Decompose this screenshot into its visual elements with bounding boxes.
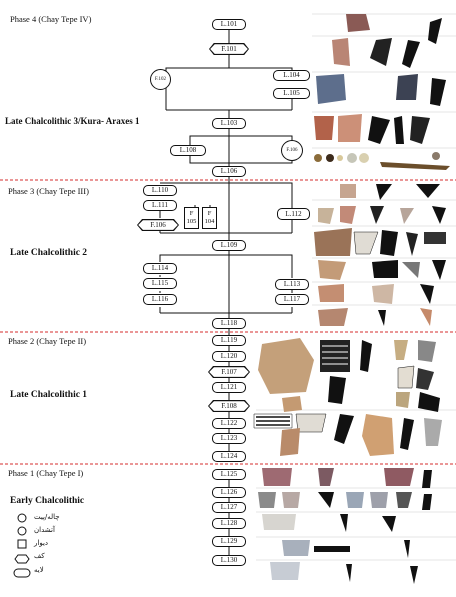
- locus-L106: L.106: [212, 166, 246, 177]
- legend-pit-symbol: [17, 513, 27, 523]
- period-4-label: Late Chalcolithic 3/Kura- Araxes 1: [5, 116, 140, 126]
- locus-L117: L.117: [275, 294, 309, 305]
- locus-L111: L.111: [143, 200, 177, 211]
- locus-L124: L.124: [212, 451, 246, 462]
- feature-F108: F.108: [208, 400, 250, 412]
- phase-3-label: Phase 3 (Chay Tepe III): [8, 186, 89, 196]
- locus-L121: L.121: [212, 382, 246, 393]
- feature-F101: F.101: [209, 43, 249, 55]
- locus-L127: L.127: [212, 502, 246, 513]
- legend-layer-symbol: [13, 568, 31, 578]
- locus-L125: L.125: [212, 469, 246, 480]
- locus-L128: L.128: [212, 518, 246, 529]
- legend-hearth-symbol: [17, 526, 27, 536]
- phase-4-label: Phase 4 (Chay Tepe IV): [10, 14, 92, 24]
- feature-F107: F.107: [208, 366, 250, 378]
- pit-F106-F107: F.106: [281, 140, 303, 161]
- wall-F104: F 104: [202, 207, 217, 229]
- locus-L129: L.129: [212, 536, 246, 547]
- locus-L126: L.126: [212, 487, 246, 498]
- locus-L112: L.112: [277, 208, 310, 220]
- legend-wall-symbol: [17, 539, 27, 549]
- legend-layer-text: لایه: [34, 566, 44, 574]
- locus-L116: L.116: [143, 294, 177, 305]
- locus-L105: L.105: [273, 88, 310, 99]
- wall-F105: F 105: [184, 207, 199, 229]
- feature-F106: F.106: [137, 219, 179, 231]
- locus-L113: L.113: [275, 279, 309, 290]
- phase-1-label: Phase 1 (Chay Tepe I): [8, 468, 84, 478]
- phase-2-label: Phase 2 (Chay Tepe II): [8, 336, 87, 346]
- locus-L123: L.123: [212, 433, 246, 444]
- pit-F102: F.102: [150, 69, 171, 90]
- legend-wall-text: دیوار: [34, 539, 49, 547]
- legend-symbols: [13, 513, 31, 578]
- locus-L119: L.119: [212, 335, 246, 346]
- period-1-label: Early Chalcolithic: [10, 496, 85, 506]
- locus-L114: L.114: [143, 263, 177, 274]
- locus-L110: L.110: [143, 185, 177, 196]
- locus-L104: L.104: [273, 70, 310, 81]
- period-2-label: Late Chalcolithic 1: [10, 390, 88, 400]
- locus-L118: L.118: [212, 318, 246, 329]
- locus-L103: L.103: [212, 118, 246, 129]
- legend-floor-symbol: [14, 554, 30, 564]
- locus-L122: L.122: [212, 418, 246, 429]
- locus-L109: L.109: [212, 240, 246, 251]
- pottery-sherds: [253, 14, 450, 584]
- period-3-label: Late Chalcolithic 2: [10, 248, 88, 258]
- locus-L101: L.101: [212, 19, 246, 30]
- pottery-panel-frames: [256, 13, 456, 561]
- legend-hearth-text: آتشدان: [34, 526, 55, 534]
- legend-pit-text: چاله/پیت: [34, 513, 60, 521]
- locus-L108: L.108: [170, 145, 206, 156]
- locus-L130: L.130: [212, 555, 246, 566]
- locus-L120: L.120: [212, 351, 246, 362]
- legend-floor-text: کف: [34, 552, 45, 560]
- locus-L115: L.115: [143, 278, 177, 289]
